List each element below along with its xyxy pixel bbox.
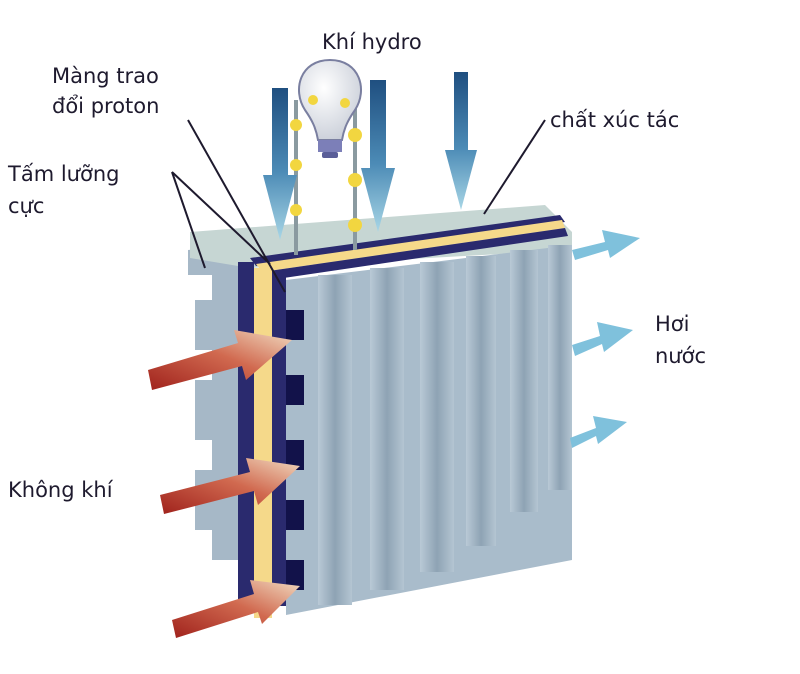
label-bipolar-plate-line1: Tấm lưỡng [8, 162, 120, 186]
hydrogen-arrows [263, 72, 477, 240]
leader-lines [171, 119, 546, 293]
right-bipolar-plate [286, 245, 572, 615]
label-hydrogen-gas: Khí hydro [322, 30, 422, 54]
light-bulb-icon [298, 58, 362, 158]
label-bipolar-plate-line2: cực [8, 194, 45, 218]
label-membrane-line1: Màng trao [52, 64, 159, 88]
label-catalyst: chất xúc tác [550, 108, 680, 132]
left-bipolar-plate [188, 245, 240, 560]
label-water-vapor-line2: nước [655, 344, 707, 368]
membrane-electrode-assembly [238, 262, 286, 618]
air-arrows [148, 330, 300, 638]
water-vapor-arrows [570, 230, 640, 448]
top-face [190, 205, 572, 280]
label-membrane-line2: đổi proton [52, 94, 160, 118]
label-air: Không khí [8, 478, 113, 502]
label-water-vapor-line1: Hơi [655, 312, 690, 336]
